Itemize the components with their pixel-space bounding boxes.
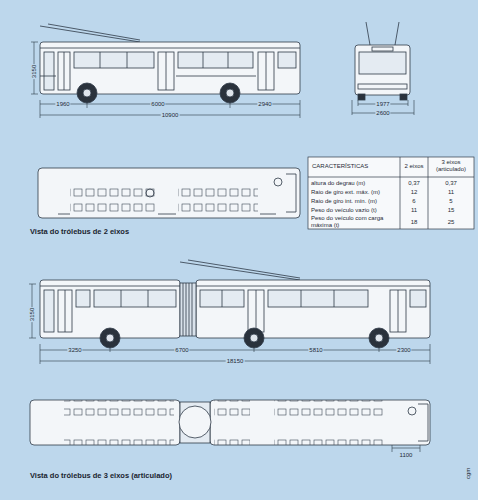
table-cell: 0,37 — [408, 180, 420, 187]
table-cell: Peso do veículo vazio (t) — [311, 207, 399, 214]
table-cell: 6 — [412, 198, 415, 205]
dimension: 1977 — [375, 101, 390, 108]
dimension: 10900 — [161, 112, 180, 119]
bus-3-axle-side — [40, 260, 430, 348]
characteristics-table — [308, 157, 474, 229]
dimension: 1100 — [399, 452, 414, 459]
table-cell: 15 — [448, 207, 455, 214]
dimension: 6700 — [174, 347, 189, 354]
table-cell: Raio de giro int. mín. (m) — [311, 198, 399, 205]
table-header: 3 eixos (articulado) — [430, 159, 472, 173]
bus-2-axle-plan — [38, 168, 300, 218]
table-cell: 11 — [411, 207, 417, 214]
credit-mark: cgm — [465, 467, 472, 480]
dimension: 3250 — [67, 347, 82, 354]
bus-2-axle-side — [40, 24, 300, 103]
table-cell: Peso do veículo com carga máxima (t) — [311, 215, 397, 229]
table-cell: 0,37 — [445, 180, 457, 187]
table-header: CARACTERÍSTICAS — [312, 163, 368, 170]
view-caption: Vista do trólebus de 3 eixos (articulado… — [30, 472, 172, 481]
table-cell: 5 — [449, 198, 452, 205]
dimension: 2300 — [396, 347, 411, 354]
bus-3-axle-plan — [30, 400, 430, 445]
table-cell: 25 — [448, 219, 455, 226]
dimension: 2940 — [257, 101, 272, 108]
dimension-lines — [29, 42, 430, 452]
table-cell: 18 — [411, 219, 418, 226]
table-cell: altura do degrau (m) — [311, 180, 399, 187]
table-cell: 11 — [448, 189, 454, 196]
table-cell: Raio de giro ext. máx. (m) — [311, 189, 399, 196]
view-caption: Vista do trólebus de 2 eixos — [30, 228, 129, 237]
table-header: 2 eixos — [404, 163, 423, 170]
dimension: 5810 — [308, 347, 323, 354]
dimension: 3150 — [29, 307, 36, 322]
dimension: 3150 — [31, 64, 38, 79]
dimension: 1960 — [55, 101, 70, 108]
bus-front-view — [355, 22, 410, 100]
table-cell: 12 — [411, 189, 418, 196]
dimension: 18150 — [226, 358, 245, 365]
dimension: 2600 — [375, 110, 390, 117]
dimension: 6000 — [150, 101, 165, 108]
